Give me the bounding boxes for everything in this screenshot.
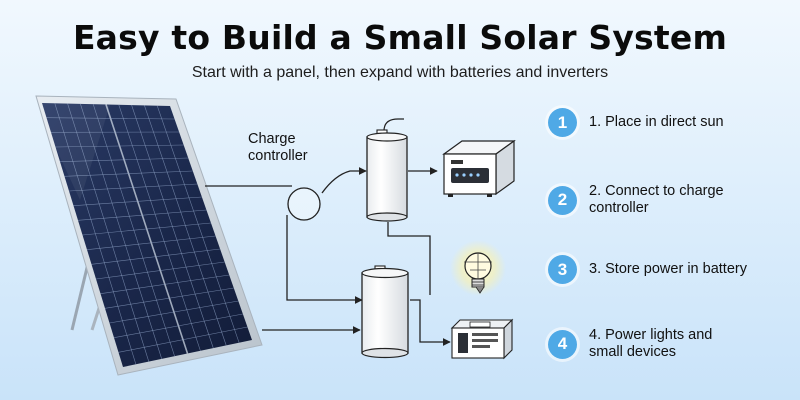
page-title: Easy to Build a Small Solar System: [72, 18, 728, 57]
page-subtitle: Start with a panel, then expand with bat…: [191, 64, 609, 81]
charge-controller-label-text: Charge controller: [248, 131, 308, 164]
panel-grid-line: [100, 274, 230, 294]
panel-grid-line: [46, 117, 175, 120]
step-label: 4. Power lights and small devices: [589, 327, 713, 360]
panel-grid-line: [95, 261, 225, 280]
panel-grid-line: [86, 235, 216, 250]
step-label: 2. Connect to charge controller: [589, 183, 724, 216]
step-label: 3. Store power in battery: [589, 261, 747, 277]
step-1: 1 1. Place in direct sun: [548, 108, 779, 137]
battery-icon: [366, 118, 408, 222]
charge-controller-icon: [287, 187, 321, 221]
panel-grid-line: [91, 248, 221, 265]
panel-grid-line: [82, 222, 212, 236]
step-3: 3 3. Store power in battery: [548, 255, 779, 284]
step-number-badge: 2: [548, 185, 577, 215]
inverter-icon: [442, 139, 516, 197]
panel-grid-line: [104, 287, 234, 309]
panel-grid-line: [109, 300, 239, 324]
step-4: 4 4. Power lights and small devices: [548, 327, 739, 361]
panel-grid-line: [118, 326, 248, 353]
step-number-badge: 4: [548, 329, 577, 359]
panel-grid-line: [68, 183, 198, 192]
step-2: 2 2. Connect to charge controller: [548, 183, 754, 217]
step-label: 1. Place in direct sun: [589, 114, 724, 130]
battery-icon: [361, 265, 409, 359]
small-device-icon: [450, 318, 514, 360]
panel-grid-line: [113, 313, 243, 338]
panel-grid-line: [77, 209, 207, 221]
solar-panel: [35, 95, 263, 376]
step-number-badge: 3: [548, 255, 577, 284]
panel-grid-line: [73, 196, 202, 206]
light-bulb-icon: [450, 240, 506, 296]
panel-grid-line: [59, 157, 189, 162]
panel-grid-line: [55, 144, 184, 148]
wiring: [205, 167, 451, 346]
charge-controller-label: Charge controller: [248, 131, 320, 165]
panel-grid-line: [64, 170, 193, 177]
step-number-badge: 1: [548, 108, 577, 137]
